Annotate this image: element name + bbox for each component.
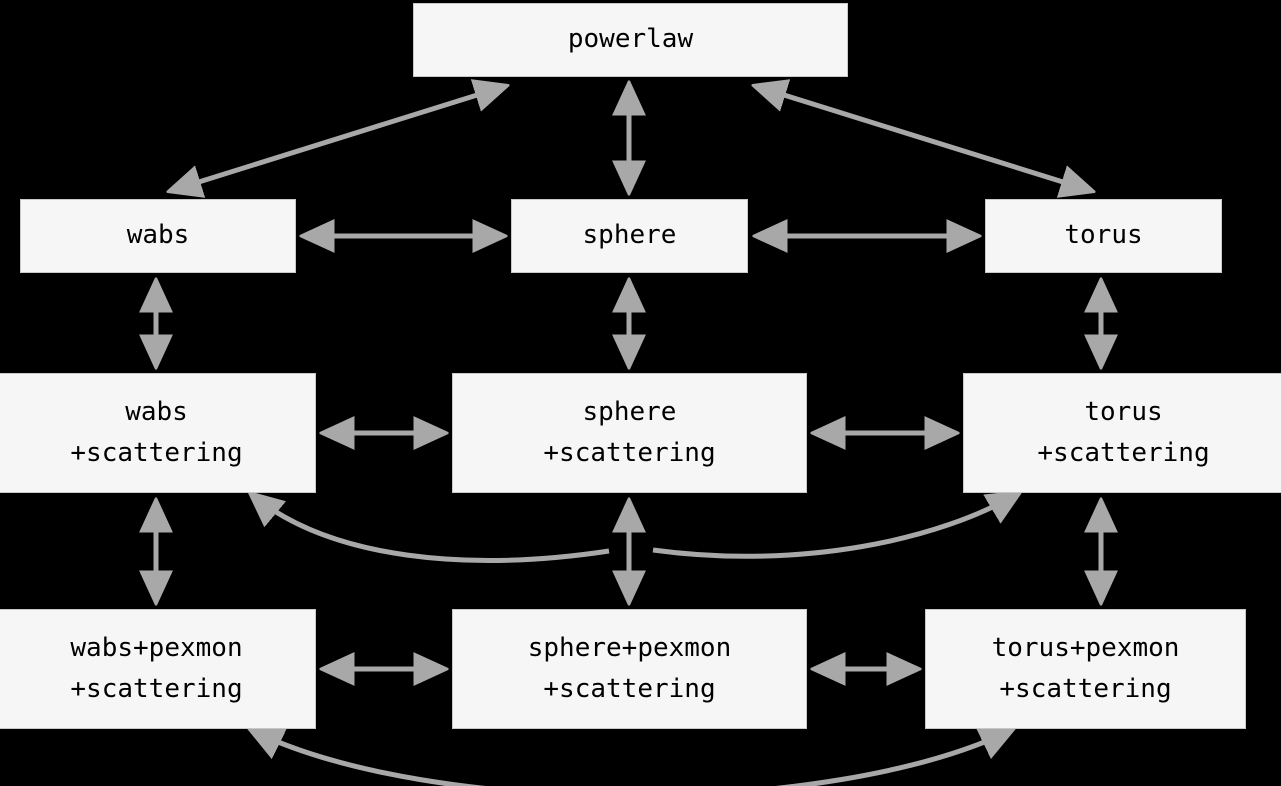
node-label-sphere: sphere: [582, 220, 677, 251]
node-torus-scattering[interactable]: torus +scattering: [963, 373, 1281, 493]
edge-wabspexmon-toruspexmon-curve: [251, 730, 1012, 786]
node-powerlaw[interactable]: powerlaw: [413, 3, 848, 77]
edge-wabsscat-torusscat-curve-right: [652, 493, 1019, 559]
node-torus-pexmon-scattering[interactable]: torus+pexmon +scattering: [925, 609, 1246, 729]
node-wabs-pexmon-scattering[interactable]: wabs+pexmon +scattering: [0, 609, 316, 729]
node-label-powerlaw: powerlaw: [567, 24, 694, 55]
node-label-sphere-pexmon-scattering: sphere+pexmon +scattering: [527, 632, 732, 704]
node-label-torus: torus: [1064, 220, 1143, 251]
node-label-wabs-scattering: wabs +scattering: [70, 396, 243, 468]
node-wabs-scattering[interactable]: wabs +scattering: [0, 373, 316, 493]
node-sphere-scattering[interactable]: sphere +scattering: [452, 373, 807, 493]
node-sphere[interactable]: sphere: [511, 199, 748, 273]
node-wabs[interactable]: wabs: [20, 199, 296, 273]
node-label-wabs-pexmon-scattering: wabs+pexmon +scattering: [70, 632, 243, 704]
edge-wabsscat-torusscat-curve-left: [251, 494, 610, 563]
edge-powerlaw-torus: [755, 86, 1092, 191]
node-label-torus-pexmon-scattering: torus+pexmon +scattering: [991, 632, 1180, 704]
edge-powerlaw-wabs: [170, 86, 506, 191]
node-label-torus-scattering: torus +scattering: [1037, 396, 1210, 468]
node-label-sphere-scattering: sphere +scattering: [543, 396, 716, 468]
node-torus[interactable]: torus: [985, 199, 1222, 273]
node-label-wabs: wabs: [126, 220, 190, 251]
node-sphere-pexmon-scattering[interactable]: sphere+pexmon +scattering: [452, 609, 807, 729]
